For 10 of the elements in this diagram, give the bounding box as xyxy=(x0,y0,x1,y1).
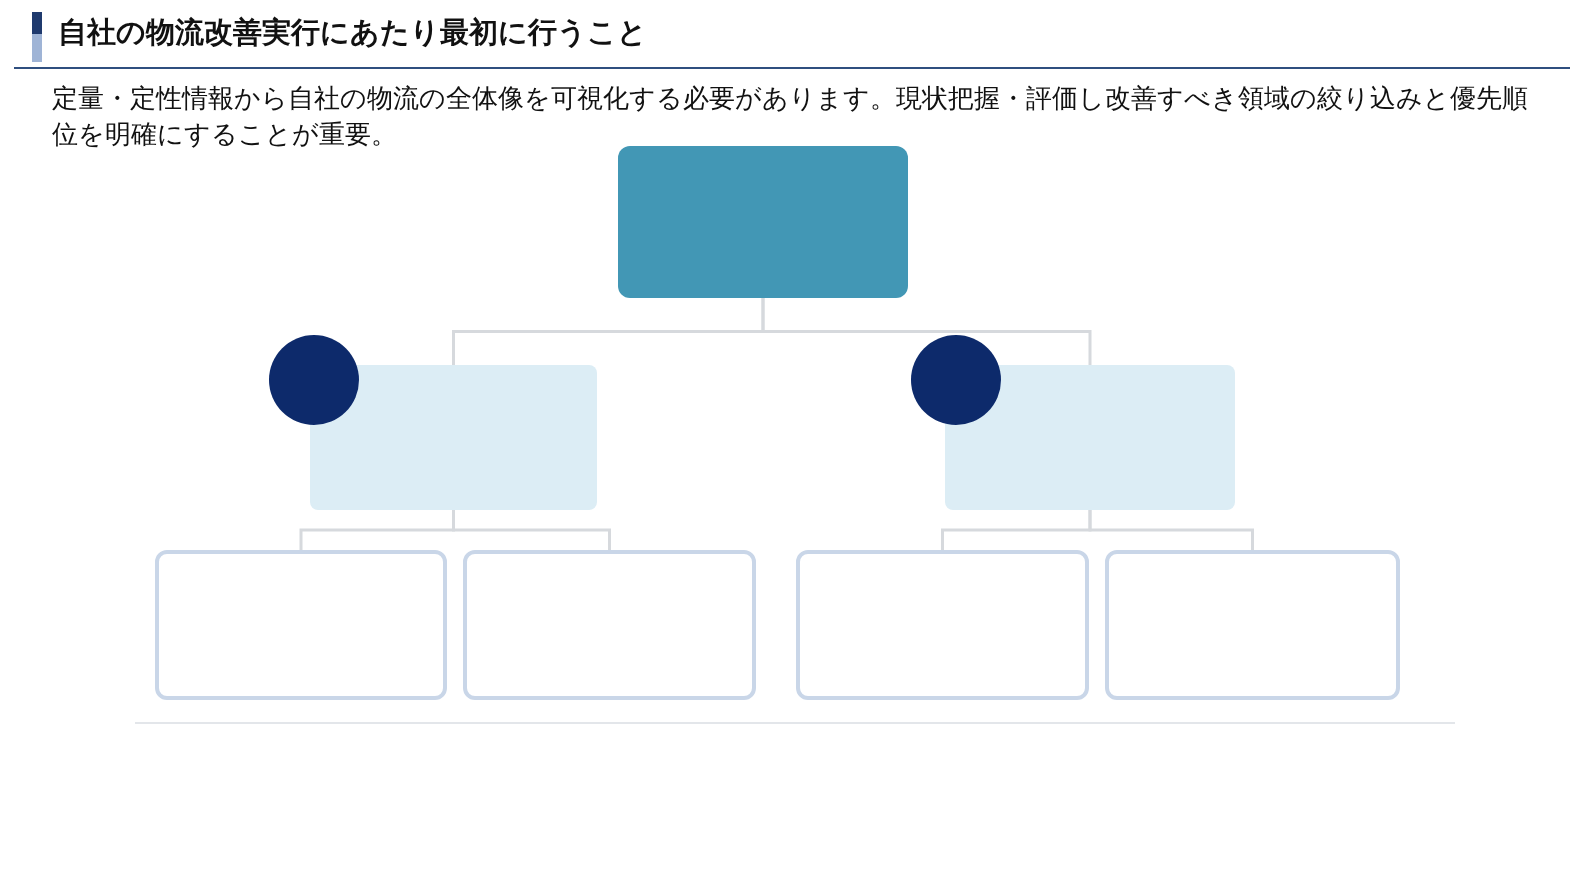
info-box xyxy=(463,550,756,700)
info-box xyxy=(1105,550,1400,700)
info-box xyxy=(796,550,1089,700)
header-box xyxy=(618,146,908,298)
title-text: 自社の物流改善実行にあたり最初に行うこと xyxy=(58,14,647,51)
connector-line xyxy=(1088,510,1254,550)
description-text: 定量・定性情報から自社の物流の全体像を可視化する必要があります。現状把握・評価し改善すべき領域の絞り込みと優先順位を明確にすることが重要。 xyxy=(52,82,1529,151)
category-box xyxy=(310,365,597,510)
category-box xyxy=(945,365,1235,510)
info-box xyxy=(155,550,447,700)
